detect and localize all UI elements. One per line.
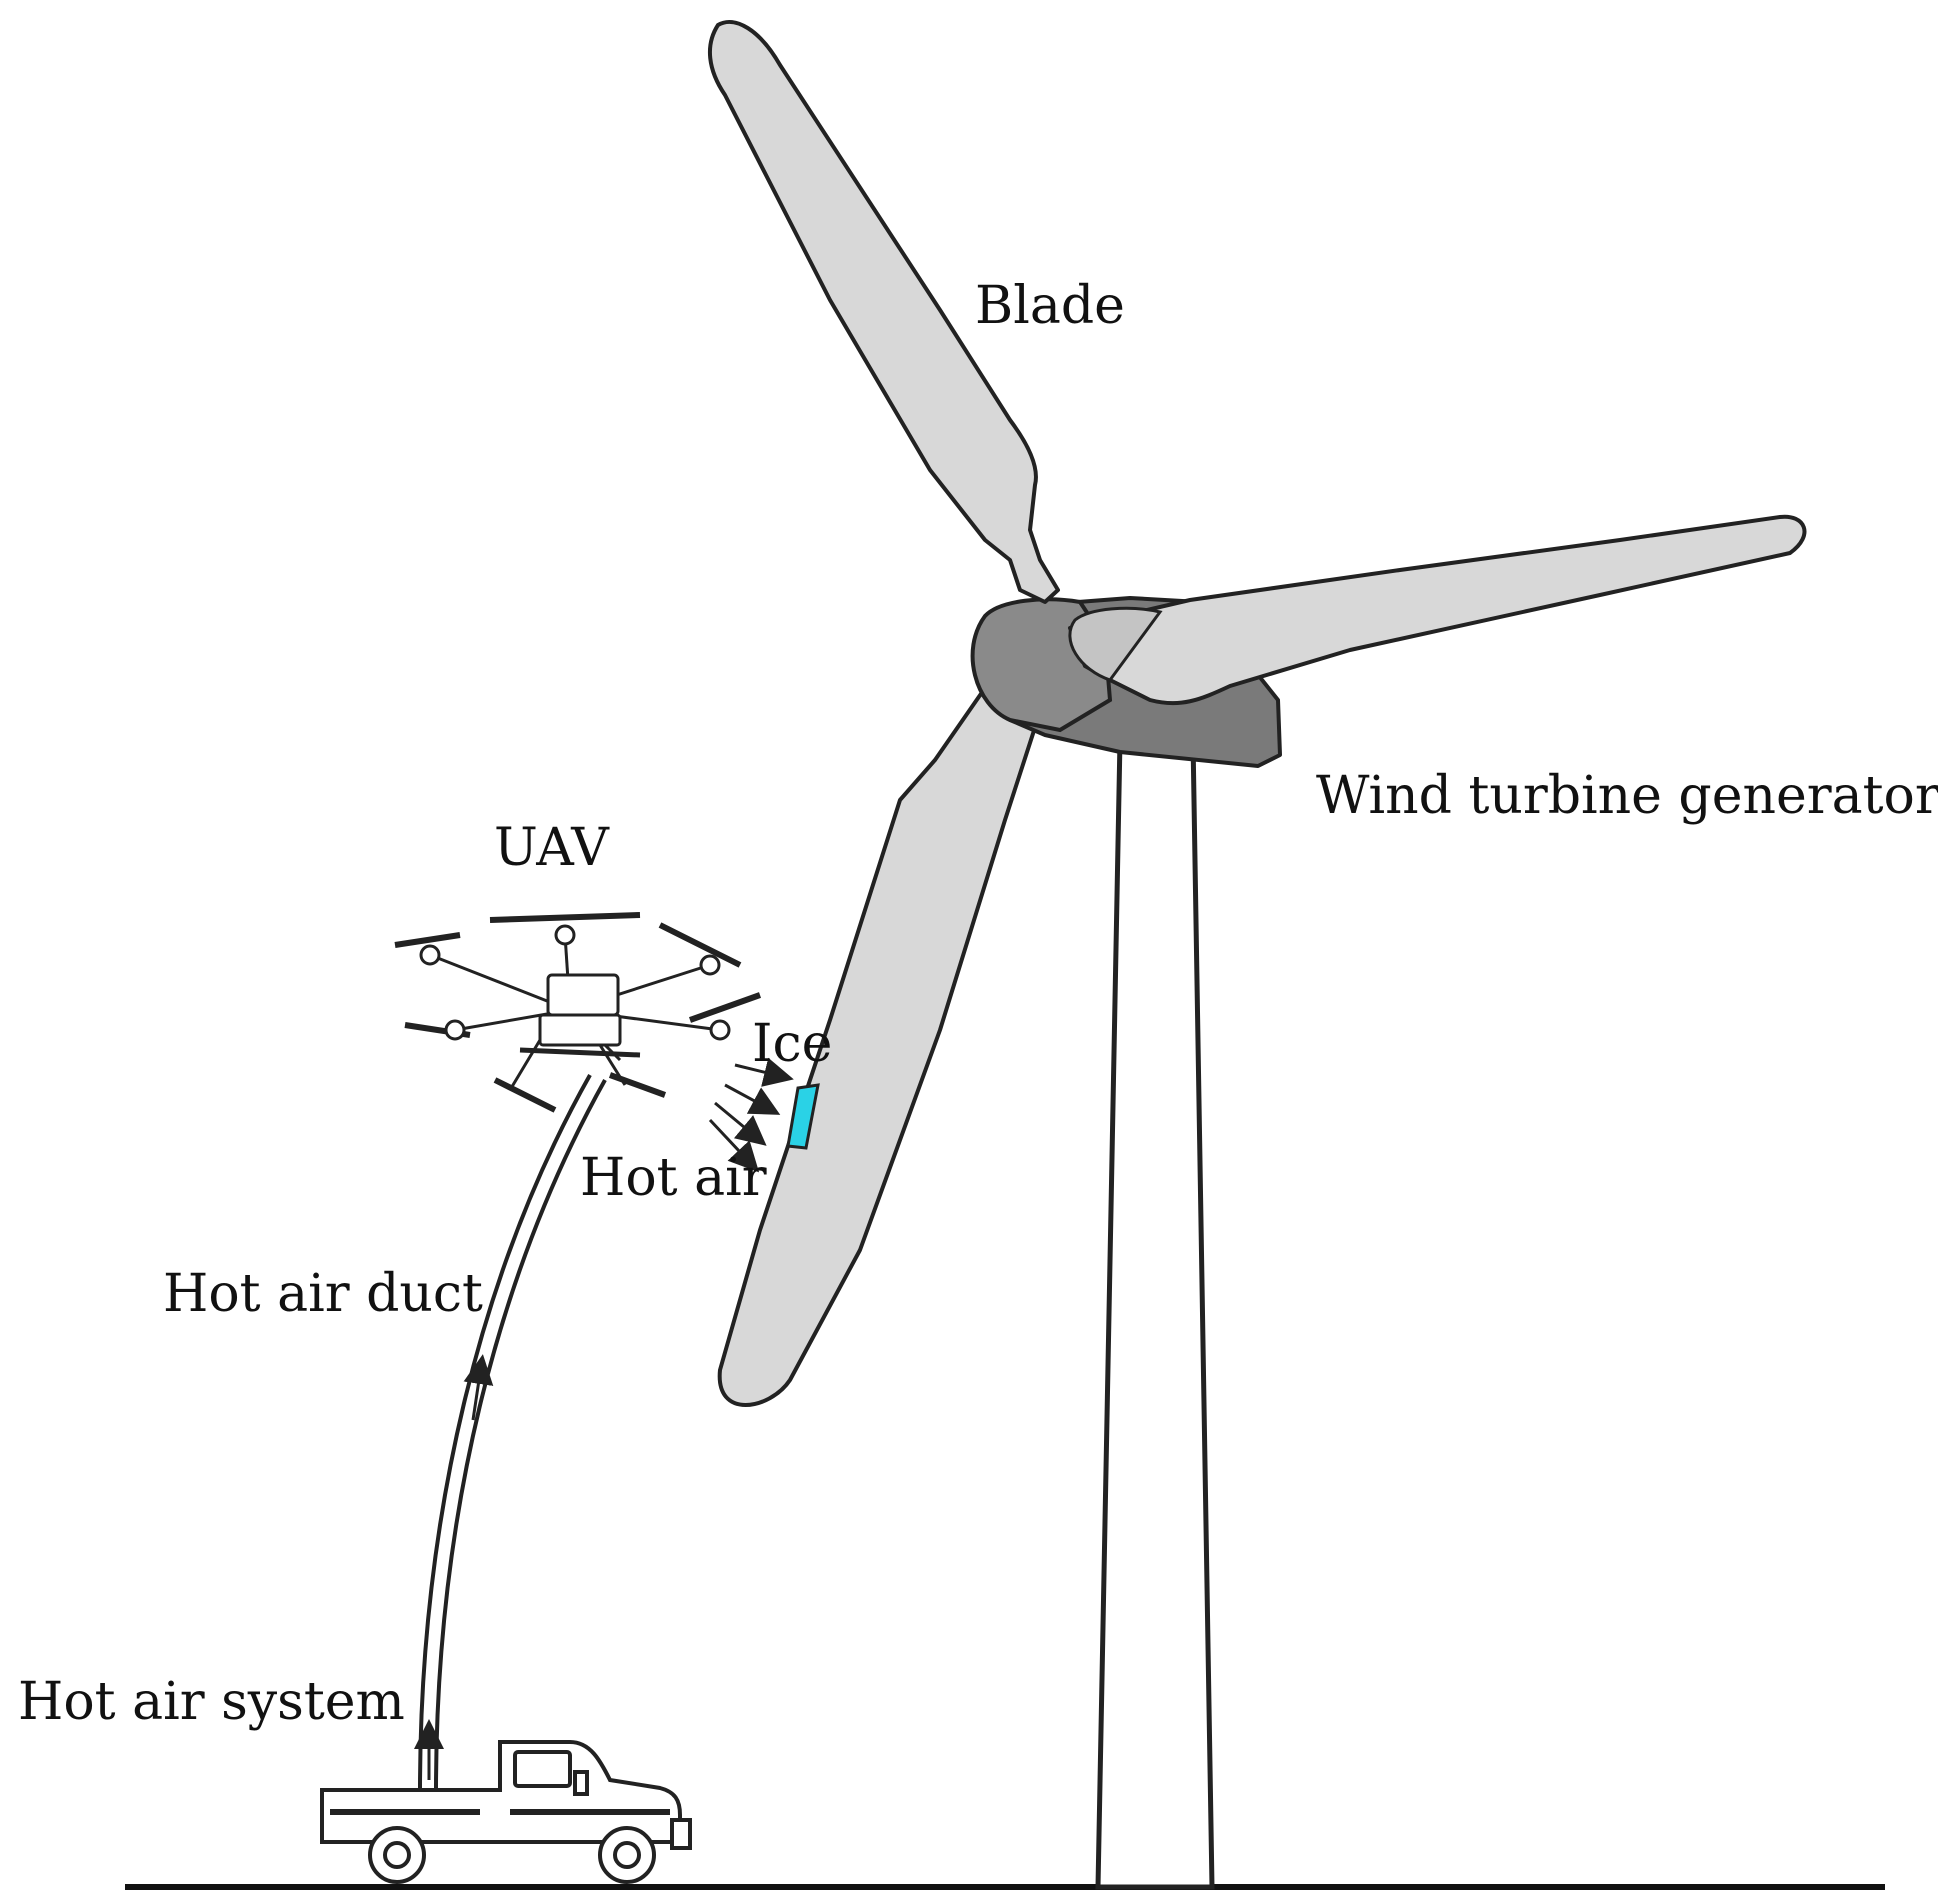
hot-air-label: Hot air [580,1148,767,1208]
uav-label: UAV [494,818,609,878]
blade-right [1068,514,1807,706]
hot-air-duct-label: Hot air duct [163,1264,483,1324]
uav-drone [394,912,762,1113]
hot-air-duct [418,1074,607,1791]
blade-label: Blade [975,276,1125,336]
duct-flow-arrow-upper [463,1354,494,1421]
ice-label: Ice [752,1014,833,1074]
hub-highlight [1068,606,1163,682]
turbine-tower [1095,737,1215,1890]
blade-upper [707,19,1060,604]
wind-turbine-generator-label: Wind turbine generator [1316,766,1938,826]
blade-lower [717,686,1042,1407]
hot-air-arrows [708,1057,794,1173]
hot-air-system-label: Hot air system [18,1672,405,1732]
ice-patch [786,1083,820,1150]
pickup-truck [320,1740,692,1884]
